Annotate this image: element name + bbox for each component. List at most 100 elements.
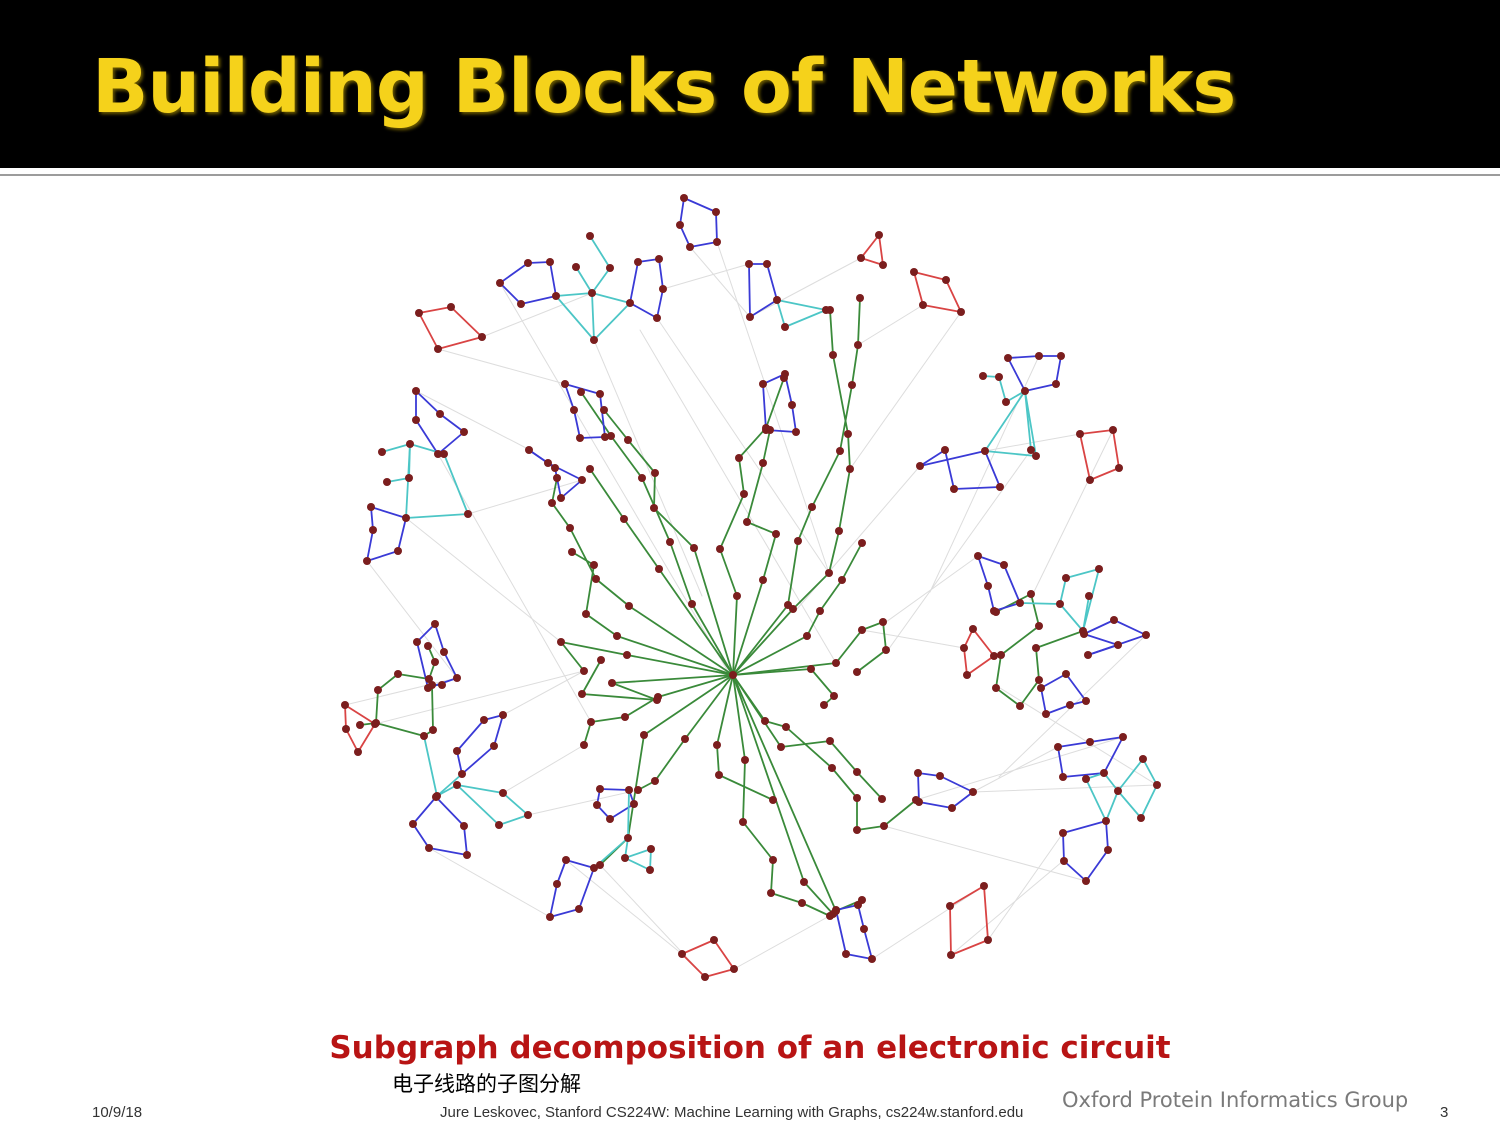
network-node: [1035, 352, 1043, 360]
blue-edge: [977, 555, 1005, 566]
green-edge: [1030, 593, 1040, 627]
network-node: [634, 258, 642, 266]
network-node: [453, 781, 461, 789]
red-edge: [344, 704, 347, 730]
gray-edge: [857, 304, 924, 346]
image-credit: Oxford Protein Informatics Group: [1062, 1088, 1409, 1112]
network-node: [794, 537, 802, 545]
cyan-edge: [591, 292, 595, 341]
blue-edge: [748, 263, 751, 318]
network-node: [546, 258, 554, 266]
green-edge: [585, 613, 618, 637]
network-node: [607, 432, 615, 440]
green-edge: [719, 548, 738, 597]
network-node: [1076, 430, 1084, 438]
network-node: [1062, 670, 1070, 678]
network-node: [919, 301, 927, 309]
network-node: [577, 388, 585, 396]
network-node: [763, 260, 771, 268]
green-edge: [610, 435, 643, 479]
network-node: [773, 296, 781, 304]
green-edge: [746, 521, 777, 535]
network-node: [557, 494, 565, 502]
green-edge: [841, 542, 863, 581]
network-node: [546, 913, 554, 921]
network-node: [566, 524, 574, 532]
network-node: [597, 656, 605, 664]
network-node: [880, 822, 888, 830]
blue-edge: [1055, 355, 1062, 385]
network-node: [593, 801, 601, 809]
green-edge: [847, 433, 851, 470]
network-node: [490, 742, 498, 750]
network-node: [1054, 743, 1062, 751]
network-node: [1057, 352, 1065, 360]
network-node: [453, 674, 461, 682]
cyan-edge: [784, 309, 827, 328]
network-node: [647, 845, 655, 853]
blue-edge: [549, 261, 557, 297]
network-node: [578, 690, 586, 698]
network-node: [600, 406, 608, 414]
cyan-edge: [984, 390, 1026, 452]
network-node: [1082, 775, 1090, 783]
network-node: [946, 902, 954, 910]
network-node: [415, 309, 423, 317]
green-edge: [829, 740, 858, 773]
network-node: [1035, 622, 1043, 630]
network-node: [552, 292, 560, 300]
network-node: [1066, 701, 1074, 709]
blue-edge: [456, 719, 485, 752]
cyan-edge: [998, 376, 1007, 403]
blue-edge: [1024, 383, 1057, 392]
network-node: [936, 772, 944, 780]
green-edge: [732, 674, 805, 883]
green-edge: [831, 767, 858, 799]
network-node: [438, 681, 446, 689]
blue-edge: [1063, 860, 1087, 882]
green-edge: [839, 384, 853, 452]
network-node: [524, 259, 532, 267]
green-edge: [560, 641, 585, 672]
green-edge: [627, 734, 645, 839]
cyan-edge: [502, 792, 529, 816]
green-edge: [375, 722, 425, 737]
network-node: [853, 768, 861, 776]
green-edge: [835, 629, 863, 664]
blue-edge: [918, 801, 953, 809]
green-edge: [431, 684, 434, 731]
cyan-edge: [1105, 790, 1119, 822]
network-node: [856, 294, 864, 302]
blue-edge: [415, 419, 439, 455]
blue-edge: [1007, 355, 1040, 359]
cyan-edge: [381, 443, 411, 453]
network-node: [846, 465, 854, 473]
blue-edge: [463, 825, 468, 856]
green-edge: [718, 774, 774, 801]
network-node: [1082, 877, 1090, 885]
network-node: [1027, 590, 1035, 598]
network-node: [431, 620, 439, 628]
green-edge: [828, 530, 840, 574]
green-edge: [611, 682, 658, 701]
network-node: [716, 545, 724, 553]
green-edge: [746, 462, 764, 523]
network-node: [640, 731, 648, 739]
blue-edge: [493, 714, 504, 747]
cyan-edge: [443, 453, 469, 515]
blue-edge: [1062, 832, 1065, 862]
network-node: [858, 626, 866, 634]
network-node: [496, 279, 504, 287]
network-node: [1100, 769, 1108, 777]
green-edge: [732, 595, 738, 676]
green-edge: [857, 297, 861, 346]
network-node: [363, 557, 371, 565]
red-edge: [418, 306, 452, 314]
network-node: [572, 263, 580, 271]
network-node: [1109, 426, 1117, 434]
network-node: [740, 490, 748, 498]
network-diagram: [341, 194, 1161, 981]
network-node: [1114, 787, 1122, 795]
green-edge: [797, 506, 813, 542]
blue-edge: [499, 262, 529, 284]
